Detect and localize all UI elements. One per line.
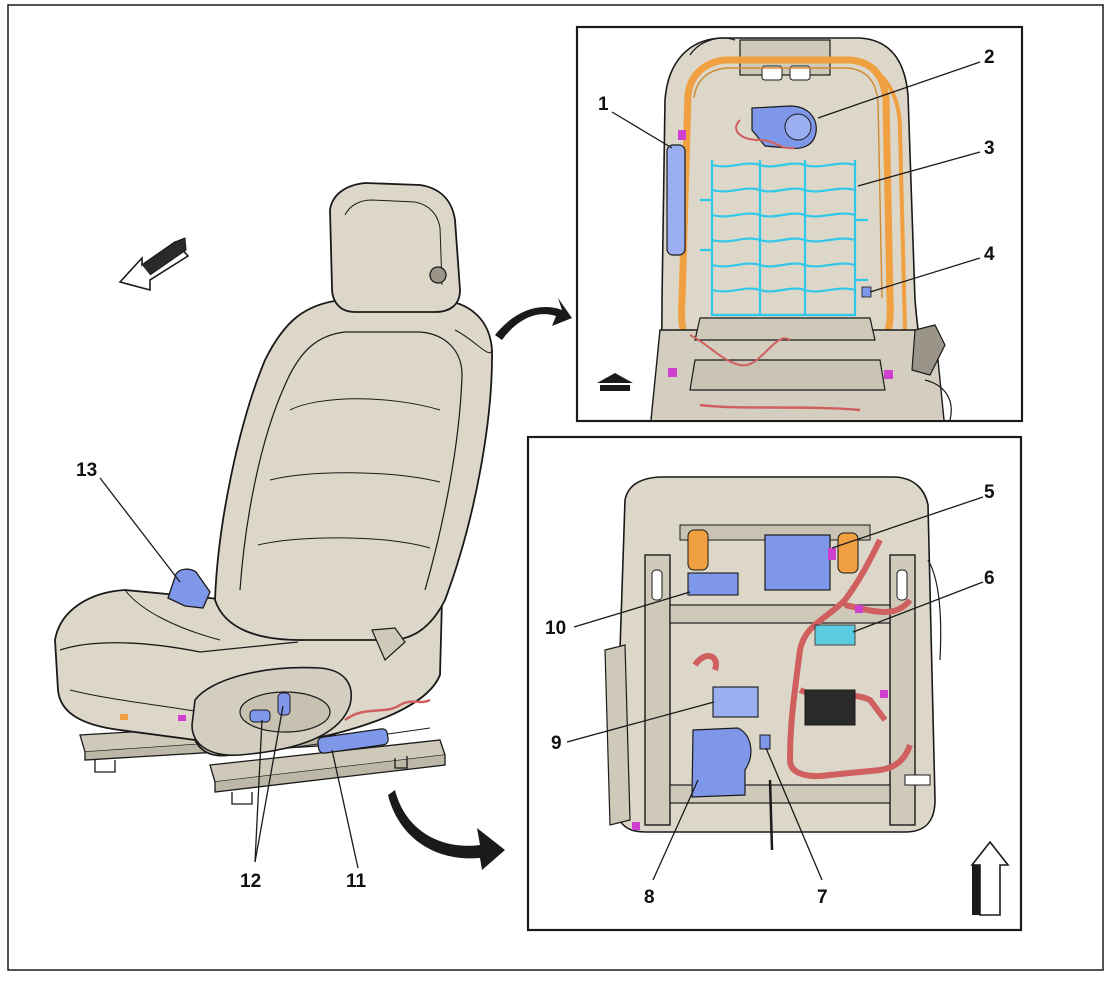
seat-main-view: [54, 182, 493, 805]
leader-lines: [99, 61, 984, 881]
seat-switch-icon: [249, 709, 271, 723]
forward-direction-arrow-icon: [118, 237, 190, 292]
view-orientation-icon: [597, 373, 633, 391]
detail-view-seat-bottom: [526, 435, 1023, 932]
seat-module-11: [317, 728, 389, 754]
callout-12: 12: [240, 871, 261, 892]
headrest-speaker-icon: [429, 266, 447, 284]
callout-10: 10: [545, 618, 566, 639]
detail-view-seatback: [575, 25, 1024, 423]
seat-sensor-module: [712, 686, 759, 718]
callout-13: 13: [76, 460, 97, 481]
callout-9: 9: [551, 733, 562, 754]
side-airbag-module: [666, 144, 686, 256]
seat-motor-module: [687, 572, 739, 596]
outer-frame: [7, 4, 1104, 971]
callout-6: 6: [984, 568, 995, 589]
seat-headrest: [329, 182, 461, 313]
seat-switch-icon: [277, 692, 291, 716]
lumbar-support-mat: [700, 160, 868, 317]
view-to-bottom-arrow-icon: [388, 790, 505, 870]
callout-11: 11: [346, 871, 367, 892]
seat-ecu-icon: [804, 689, 856, 726]
seat-control-module: [764, 534, 831, 591]
callout-4: 4: [984, 244, 995, 265]
seat-motor-bracket: [691, 727, 752, 798]
callout-2: 2: [984, 47, 995, 68]
seat-belt-buckle: [167, 568, 211, 609]
callout-8: 8: [644, 887, 655, 908]
view-to-rear-arrow-icon: [495, 298, 572, 340]
callout-5: 5: [984, 482, 995, 503]
callout-1: 1: [598, 94, 609, 115]
callout-7: 7: [817, 887, 828, 908]
seat-back: [214, 299, 493, 641]
callout-3: 3: [984, 138, 995, 159]
